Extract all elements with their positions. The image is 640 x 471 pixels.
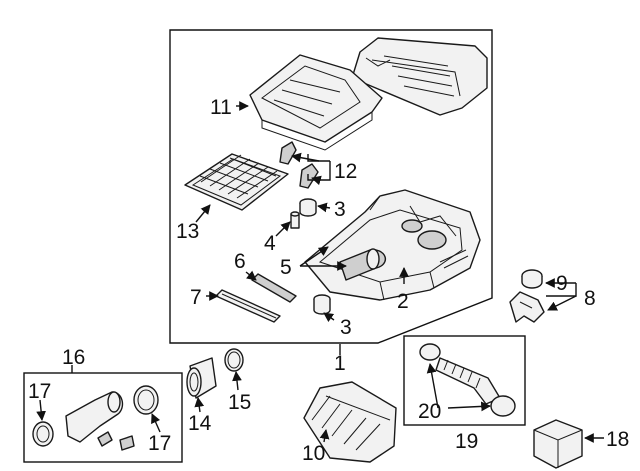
callout-8: 8	[584, 287, 596, 310]
pin-drawing	[290, 211, 300, 229]
clamp-17-right-drawing	[133, 385, 159, 415]
air-filter-drawing	[184, 153, 289, 211]
callout-6: 6	[234, 250, 246, 273]
sensor-module-drawing	[533, 419, 583, 469]
callout-17-left: 17	[28, 380, 51, 403]
hose-clips-drawing	[279, 141, 319, 189]
callout-5: 5	[280, 256, 292, 279]
intake-tube-drawing	[65, 391, 135, 451]
callout-7: 7	[190, 286, 202, 309]
callout-20: 20	[418, 400, 441, 423]
bracket-8-drawing	[509, 291, 545, 323]
callout-13: 13	[176, 220, 199, 243]
clamp-17-left-drawing	[32, 421, 54, 447]
callout-1: 1	[334, 352, 346, 375]
callout-9: 9	[556, 272, 568, 295]
grommet-upper-drawing	[299, 198, 317, 217]
mass-airflow-sensor-drawing	[186, 357, 217, 399]
callout-15: 15	[228, 391, 251, 414]
grommet-lower-drawing	[313, 294, 331, 315]
corrugated-hose-drawing	[419, 343, 516, 417]
o-ring-drawing	[224, 348, 244, 372]
assembly-frame	[169, 29, 493, 344]
callout-14: 14	[188, 412, 212, 435]
resonator-drawing	[303, 381, 397, 463]
lower-housing-drawing	[304, 189, 481, 301]
gasket-strip-drawing	[215, 289, 281, 323]
callout-17-right: 17	[148, 432, 171, 455]
callout-2: 2	[397, 290, 409, 313]
callout-4: 4	[264, 232, 276, 255]
duct-group-frame	[403, 335, 526, 426]
callout-12: 12	[334, 160, 357, 183]
callout-3-lower: 3	[340, 316, 352, 339]
callout-19: 19	[455, 430, 478, 453]
hose-group-frame	[23, 372, 183, 463]
callout-10: 10	[302, 442, 325, 465]
callout-11: 11	[210, 96, 232, 119]
air-cleaner-cover-drawing	[249, 54, 383, 151]
leader-lines	[36, 101, 604, 443]
callout-16: 16	[62, 346, 85, 369]
inlet-tube-drawing	[339, 248, 387, 281]
upper-lid-drawing	[351, 37, 488, 116]
callout-18: 18	[606, 428, 629, 451]
grommet-9-drawing	[521, 269, 543, 289]
callout-3-upper: 3	[334, 198, 346, 221]
